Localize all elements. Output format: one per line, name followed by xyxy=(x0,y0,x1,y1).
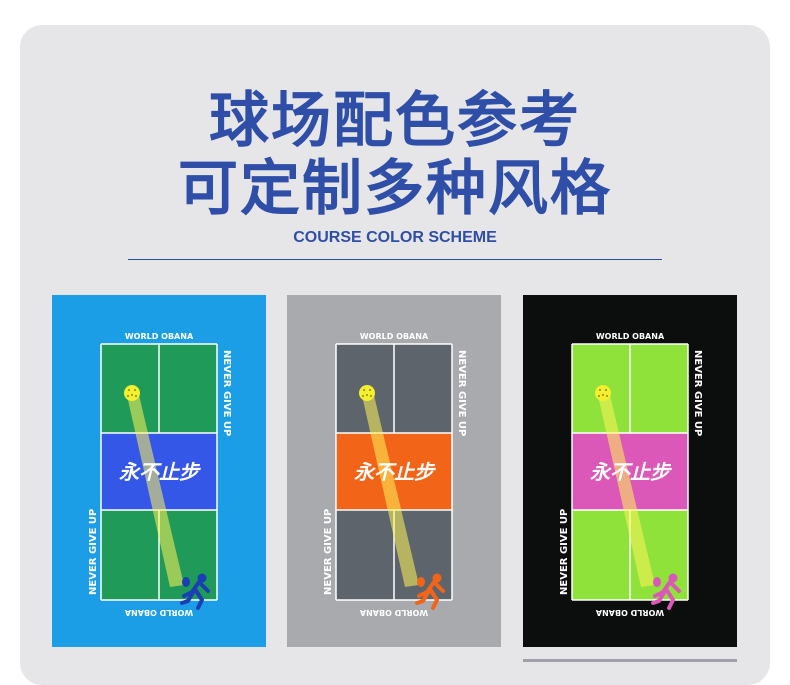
side-text-left: NEVER GIVE UP xyxy=(323,509,334,595)
court-card-gray: WORLD OBANA WORLD OBANA NEVER GIVE UP NEVER… xyxy=(287,295,501,647)
side-text-left: NEVER GIVE UP xyxy=(88,509,99,595)
court-illustration: WORLD OBANA WORLD OBANA NEVER GIVE UP NEVER… xyxy=(287,295,501,647)
pickleball-icon xyxy=(124,385,140,401)
divider xyxy=(128,259,662,260)
next-card-edge xyxy=(523,659,737,662)
court-illustration: WORLD OBANA WORLD OBANA NEVER GIVE UP NEVER… xyxy=(52,295,266,647)
brand-label-top: WORLD OBANA xyxy=(596,332,665,341)
pickleball-icon xyxy=(595,385,611,401)
slogan: 永不止步 xyxy=(119,460,201,484)
player-icon xyxy=(415,573,445,610)
ball-trail xyxy=(597,391,655,587)
side-text-right: NEVER GIVE UP xyxy=(456,350,467,436)
page-subtitle-en: COURSE COLOR SCHEME xyxy=(293,229,497,246)
ball-trail xyxy=(126,391,184,587)
player-icon xyxy=(651,573,681,610)
court-card-blue: WORLD OBANA WORLD OBANA NEVER GIVE UP NEVER… xyxy=(52,295,266,647)
side-text-left: NEVER GIVE UP xyxy=(559,509,570,595)
court-card-black: WORLD OBANA WORLD OBANA NEVER GIVE UP NEVER… xyxy=(523,295,737,647)
pickleball-icon xyxy=(359,385,375,401)
page-subtitle-cn: 可定制多种风格 xyxy=(178,154,612,224)
page-title: 球场配色参考 xyxy=(209,86,581,156)
brand-label-bottom: WORLD OBANA xyxy=(359,608,428,617)
side-text-right: NEVER GIVE UP xyxy=(221,350,232,436)
brand-label-bottom: WORLD OBANA xyxy=(595,608,664,617)
ball-trail xyxy=(361,391,419,587)
slogan: 永不止步 xyxy=(354,460,436,484)
player-icon xyxy=(180,573,210,610)
slogan: 永不止步 xyxy=(590,460,672,484)
brand-label-top: WORLD OBANA xyxy=(125,332,194,341)
brand-label-bottom: WORLD OBANA xyxy=(124,608,193,617)
side-text-right: NEVER GIVE UP xyxy=(692,350,703,436)
court-illustration: WORLD OBANA WORLD OBANA NEVER GIVE UP NEVER… xyxy=(523,295,737,647)
brand-label-top: WORLD OBANA xyxy=(360,332,429,341)
